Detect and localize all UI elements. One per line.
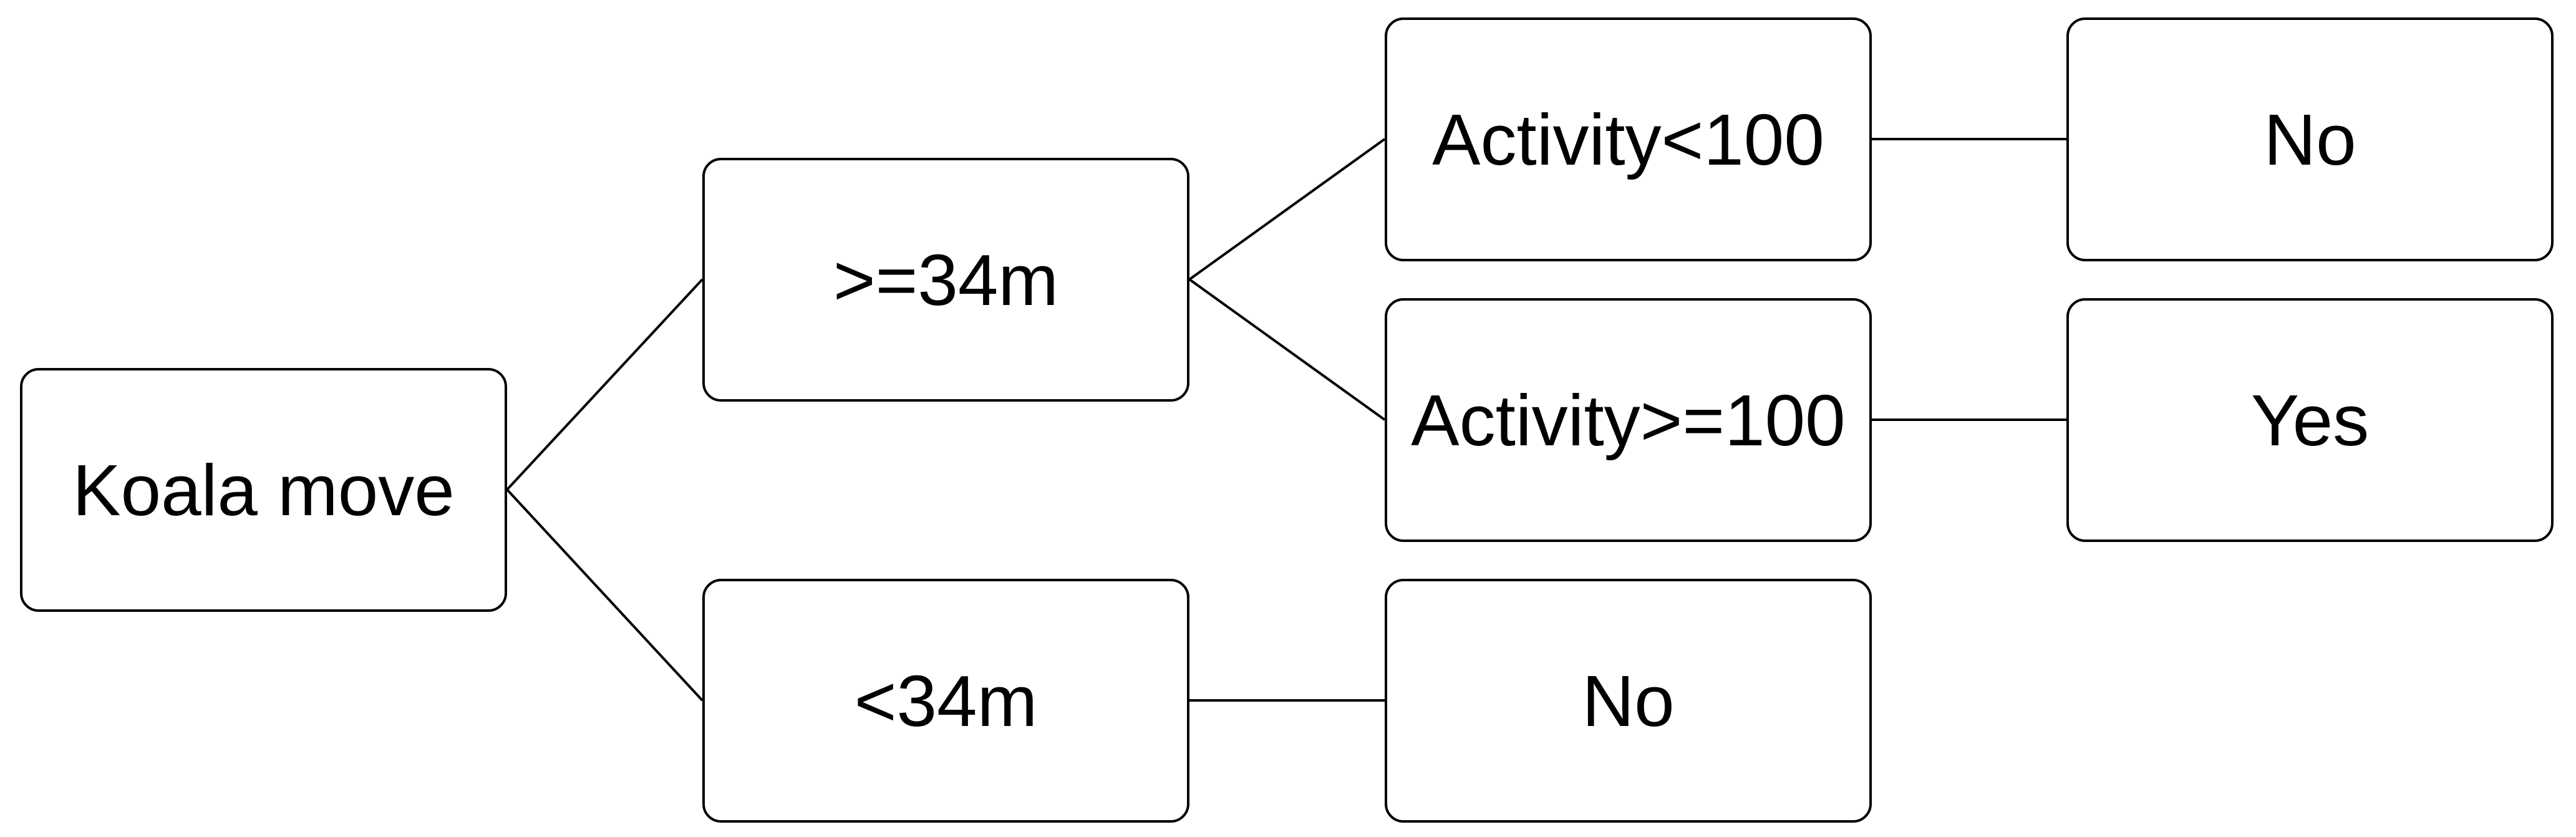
node-outcome-no-lt34-label: No xyxy=(1582,660,1675,742)
node-koala-move-label: Koala move xyxy=(72,449,455,531)
node-activity-lt-100-label: Activity<100 xyxy=(1432,99,1824,180)
node-activity-ge-100: Activity>=100 xyxy=(1385,298,1872,542)
node-distance-ge-34m: >=34m xyxy=(702,158,1189,402)
node-activity-lt-100: Activity<100 xyxy=(1385,17,1872,261)
node-outcome-no-activity-lt: No xyxy=(2066,17,2554,261)
node-distance-lt-34m-label: <34m xyxy=(854,660,1038,742)
node-koala-move: Koala move xyxy=(20,368,507,612)
node-outcome-no-lt34: No xyxy=(1385,579,1872,823)
node-outcome-no-activity-lt-label: No xyxy=(2264,99,2356,180)
node-outcome-yes-label: Yes xyxy=(2250,379,2370,461)
node-distance-lt-34m: <34m xyxy=(702,579,1189,823)
edge-root-to-ge34 xyxy=(506,278,704,491)
node-activity-ge-100-label: Activity>=100 xyxy=(1411,379,1846,461)
edge-root-to-lt34 xyxy=(506,488,704,702)
node-outcome-yes: Yes xyxy=(2066,298,2554,542)
edge-ge34-to-activity-lt xyxy=(1188,138,1386,281)
node-distance-ge-34m-label: >=34m xyxy=(833,239,1059,321)
edge-ge34-to-activity-ge xyxy=(1188,278,1386,421)
